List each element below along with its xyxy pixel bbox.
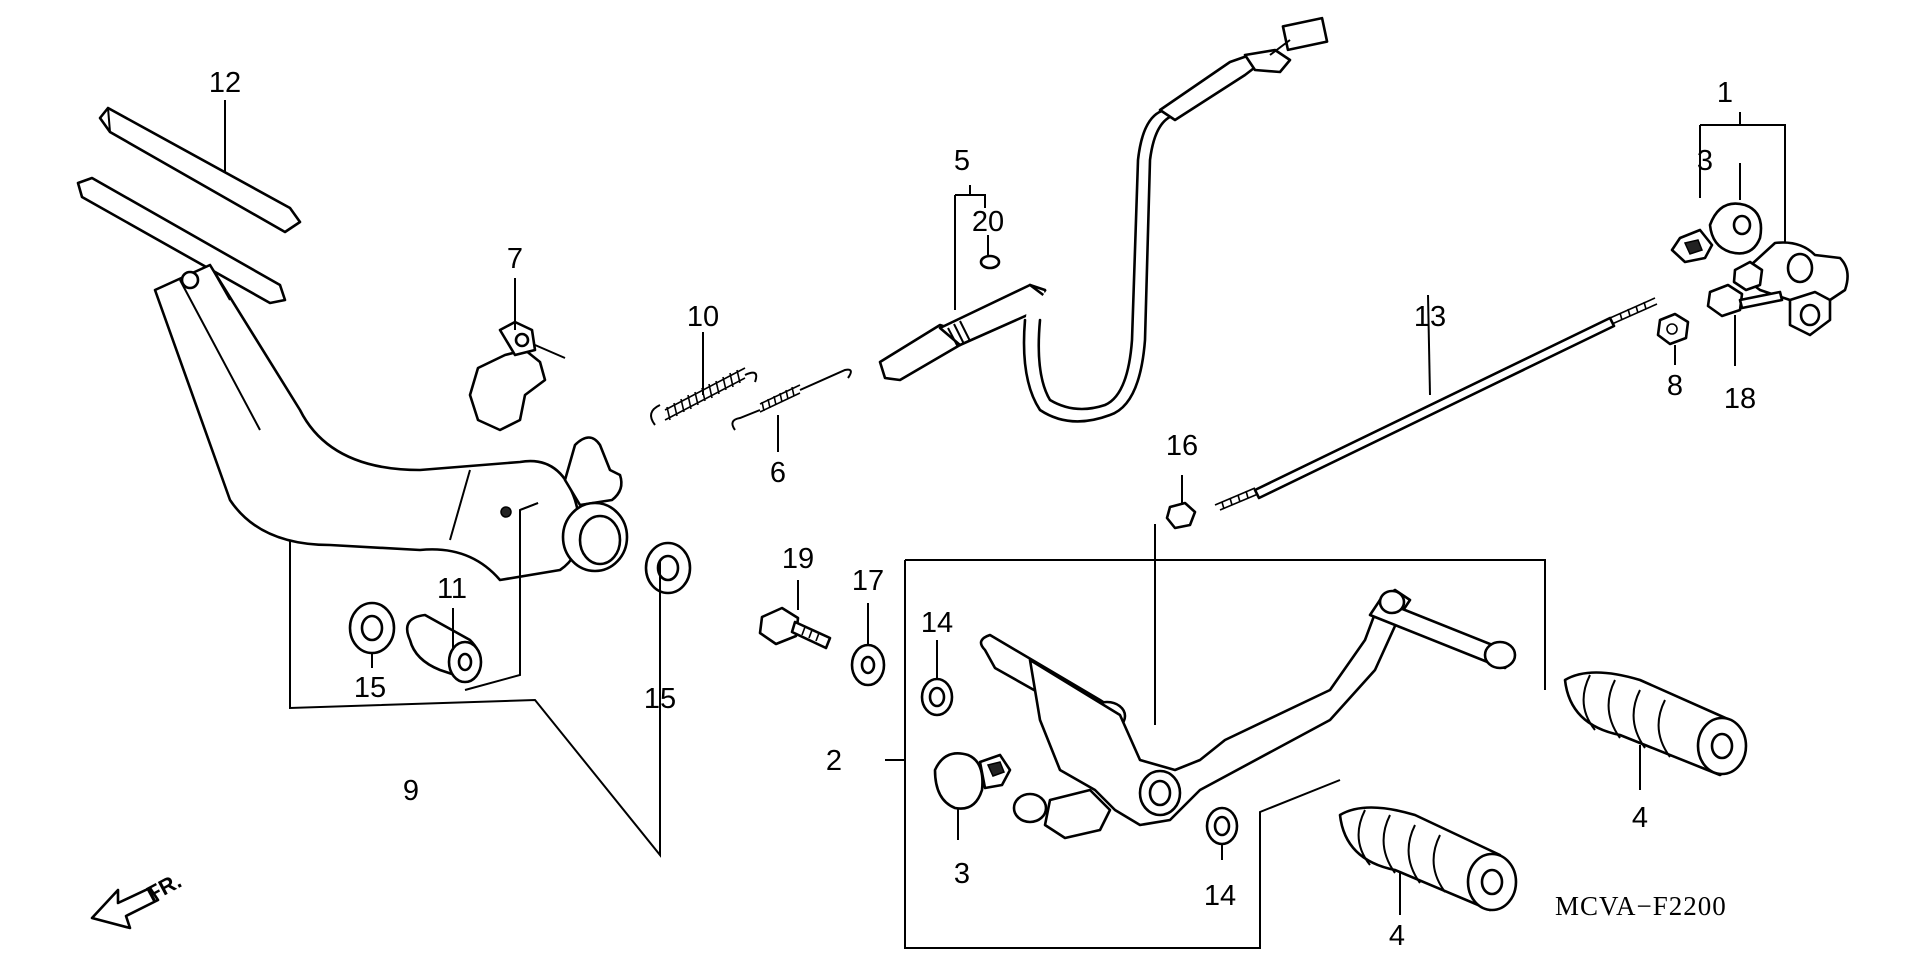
callout-12: 12	[209, 67, 241, 99]
callout-1: 1	[1717, 77, 1733, 109]
callout-9: 9	[403, 775, 419, 807]
callout-10: 10	[687, 301, 719, 333]
lock-nut-16	[1165, 501, 1197, 530]
dust-seal-15-left	[348, 601, 396, 655]
callout-15-right: 15	[644, 683, 676, 715]
callout-18: 18	[1724, 383, 1756, 415]
adjusting-rod	[1214, 297, 1658, 511]
brake-pedal-rubber	[98, 106, 302, 234]
callout-20: 20	[972, 206, 1004, 238]
washer-17	[850, 643, 886, 687]
callout-11: 11	[437, 573, 467, 605]
front-direction-indicator: FR.	[90, 868, 185, 930]
callout-4-lower: 4	[1389, 920, 1405, 952]
callout-labels: 1 2 3 3 4 4 5 6 7 8 9 10 11 12 13 14 14 …	[209, 67, 1756, 952]
callout-19: 19	[782, 543, 814, 575]
callout-8: 8	[1667, 370, 1683, 402]
bolt-19	[758, 606, 832, 650]
callout-4-upper: 4	[1632, 802, 1648, 834]
callout-16: 16	[1166, 430, 1198, 462]
brake-light-switch	[878, 16, 1329, 423]
callout-3-upper: 3	[1697, 145, 1713, 177]
shift-rubber-upper	[1563, 671, 1748, 777]
pivot-collar-11	[405, 613, 483, 684]
return-spring-small	[731, 368, 852, 431]
callout-14-lower: 14	[1204, 880, 1236, 912]
diagram-code: MCVA−F2200	[1555, 891, 1727, 921]
gearshift-arm-assembly	[1670, 202, 1849, 337]
callout-5: 5	[954, 145, 970, 177]
return-spring-large	[650, 367, 758, 426]
callout-7: 7	[507, 243, 523, 275]
dust-seal-15-right	[644, 541, 692, 595]
callout-17: 17	[852, 565, 884, 597]
callout-3-lower: 3	[954, 858, 970, 890]
gearshift-pedal	[979, 588, 1517, 840]
callout-15-left: 15	[354, 672, 386, 704]
nut-8	[1656, 312, 1690, 346]
group-lines	[289, 112, 1786, 949]
shift-rubber-lower	[1338, 806, 1518, 912]
callout-6: 6	[770, 457, 786, 489]
seal-14-lower	[1205, 806, 1239, 846]
callout-2: 2	[826, 745, 842, 777]
joint-3-lower	[933, 752, 1012, 810]
callout-13: 13	[1414, 301, 1446, 333]
seal-14-upper	[920, 677, 954, 717]
bolt-18	[1706, 283, 1784, 318]
leader-lines	[224, 100, 1741, 915]
brake-pedal-arm	[76, 176, 629, 582]
brake-switch-bracket	[468, 320, 566, 432]
callout-14-upper: 14	[921, 607, 953, 639]
